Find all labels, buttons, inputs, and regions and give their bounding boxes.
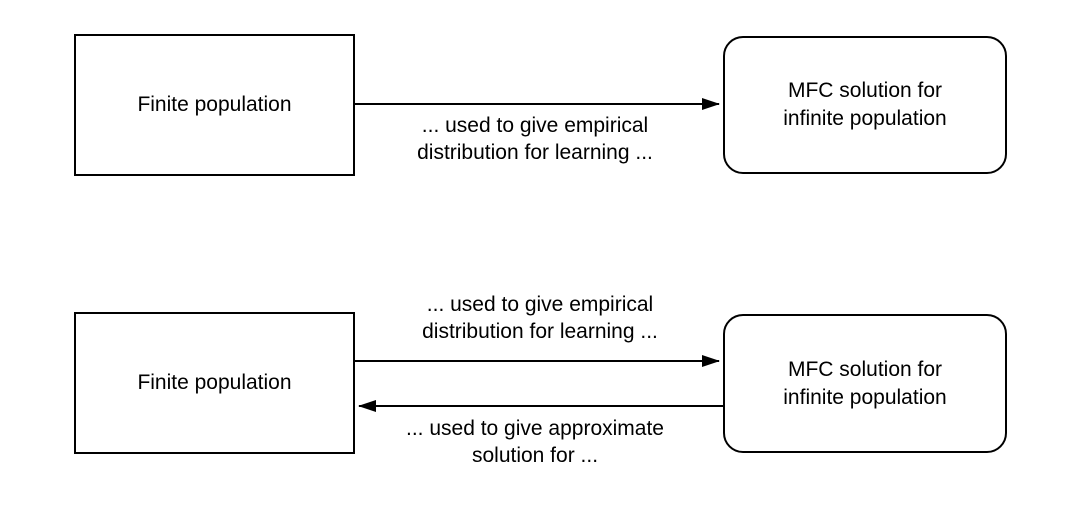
finite-population-box-top: Finite population [74, 34, 355, 176]
top-forward-arrow-label: ... used to give empirical distribution … [417, 114, 653, 164]
mfc-solution-box-bottom: MFC solution for infinite population [723, 314, 1007, 453]
bottom-backward-arrow-label: ... used to give approximate solution fo… [406, 417, 664, 467]
bottom-forward-arrow-label: ... used to give empirical distribution … [422, 293, 658, 343]
finite-population-box-bottom: Finite population [74, 312, 355, 454]
mfc-solution-box-top: MFC solution for infinite population [723, 36, 1007, 174]
